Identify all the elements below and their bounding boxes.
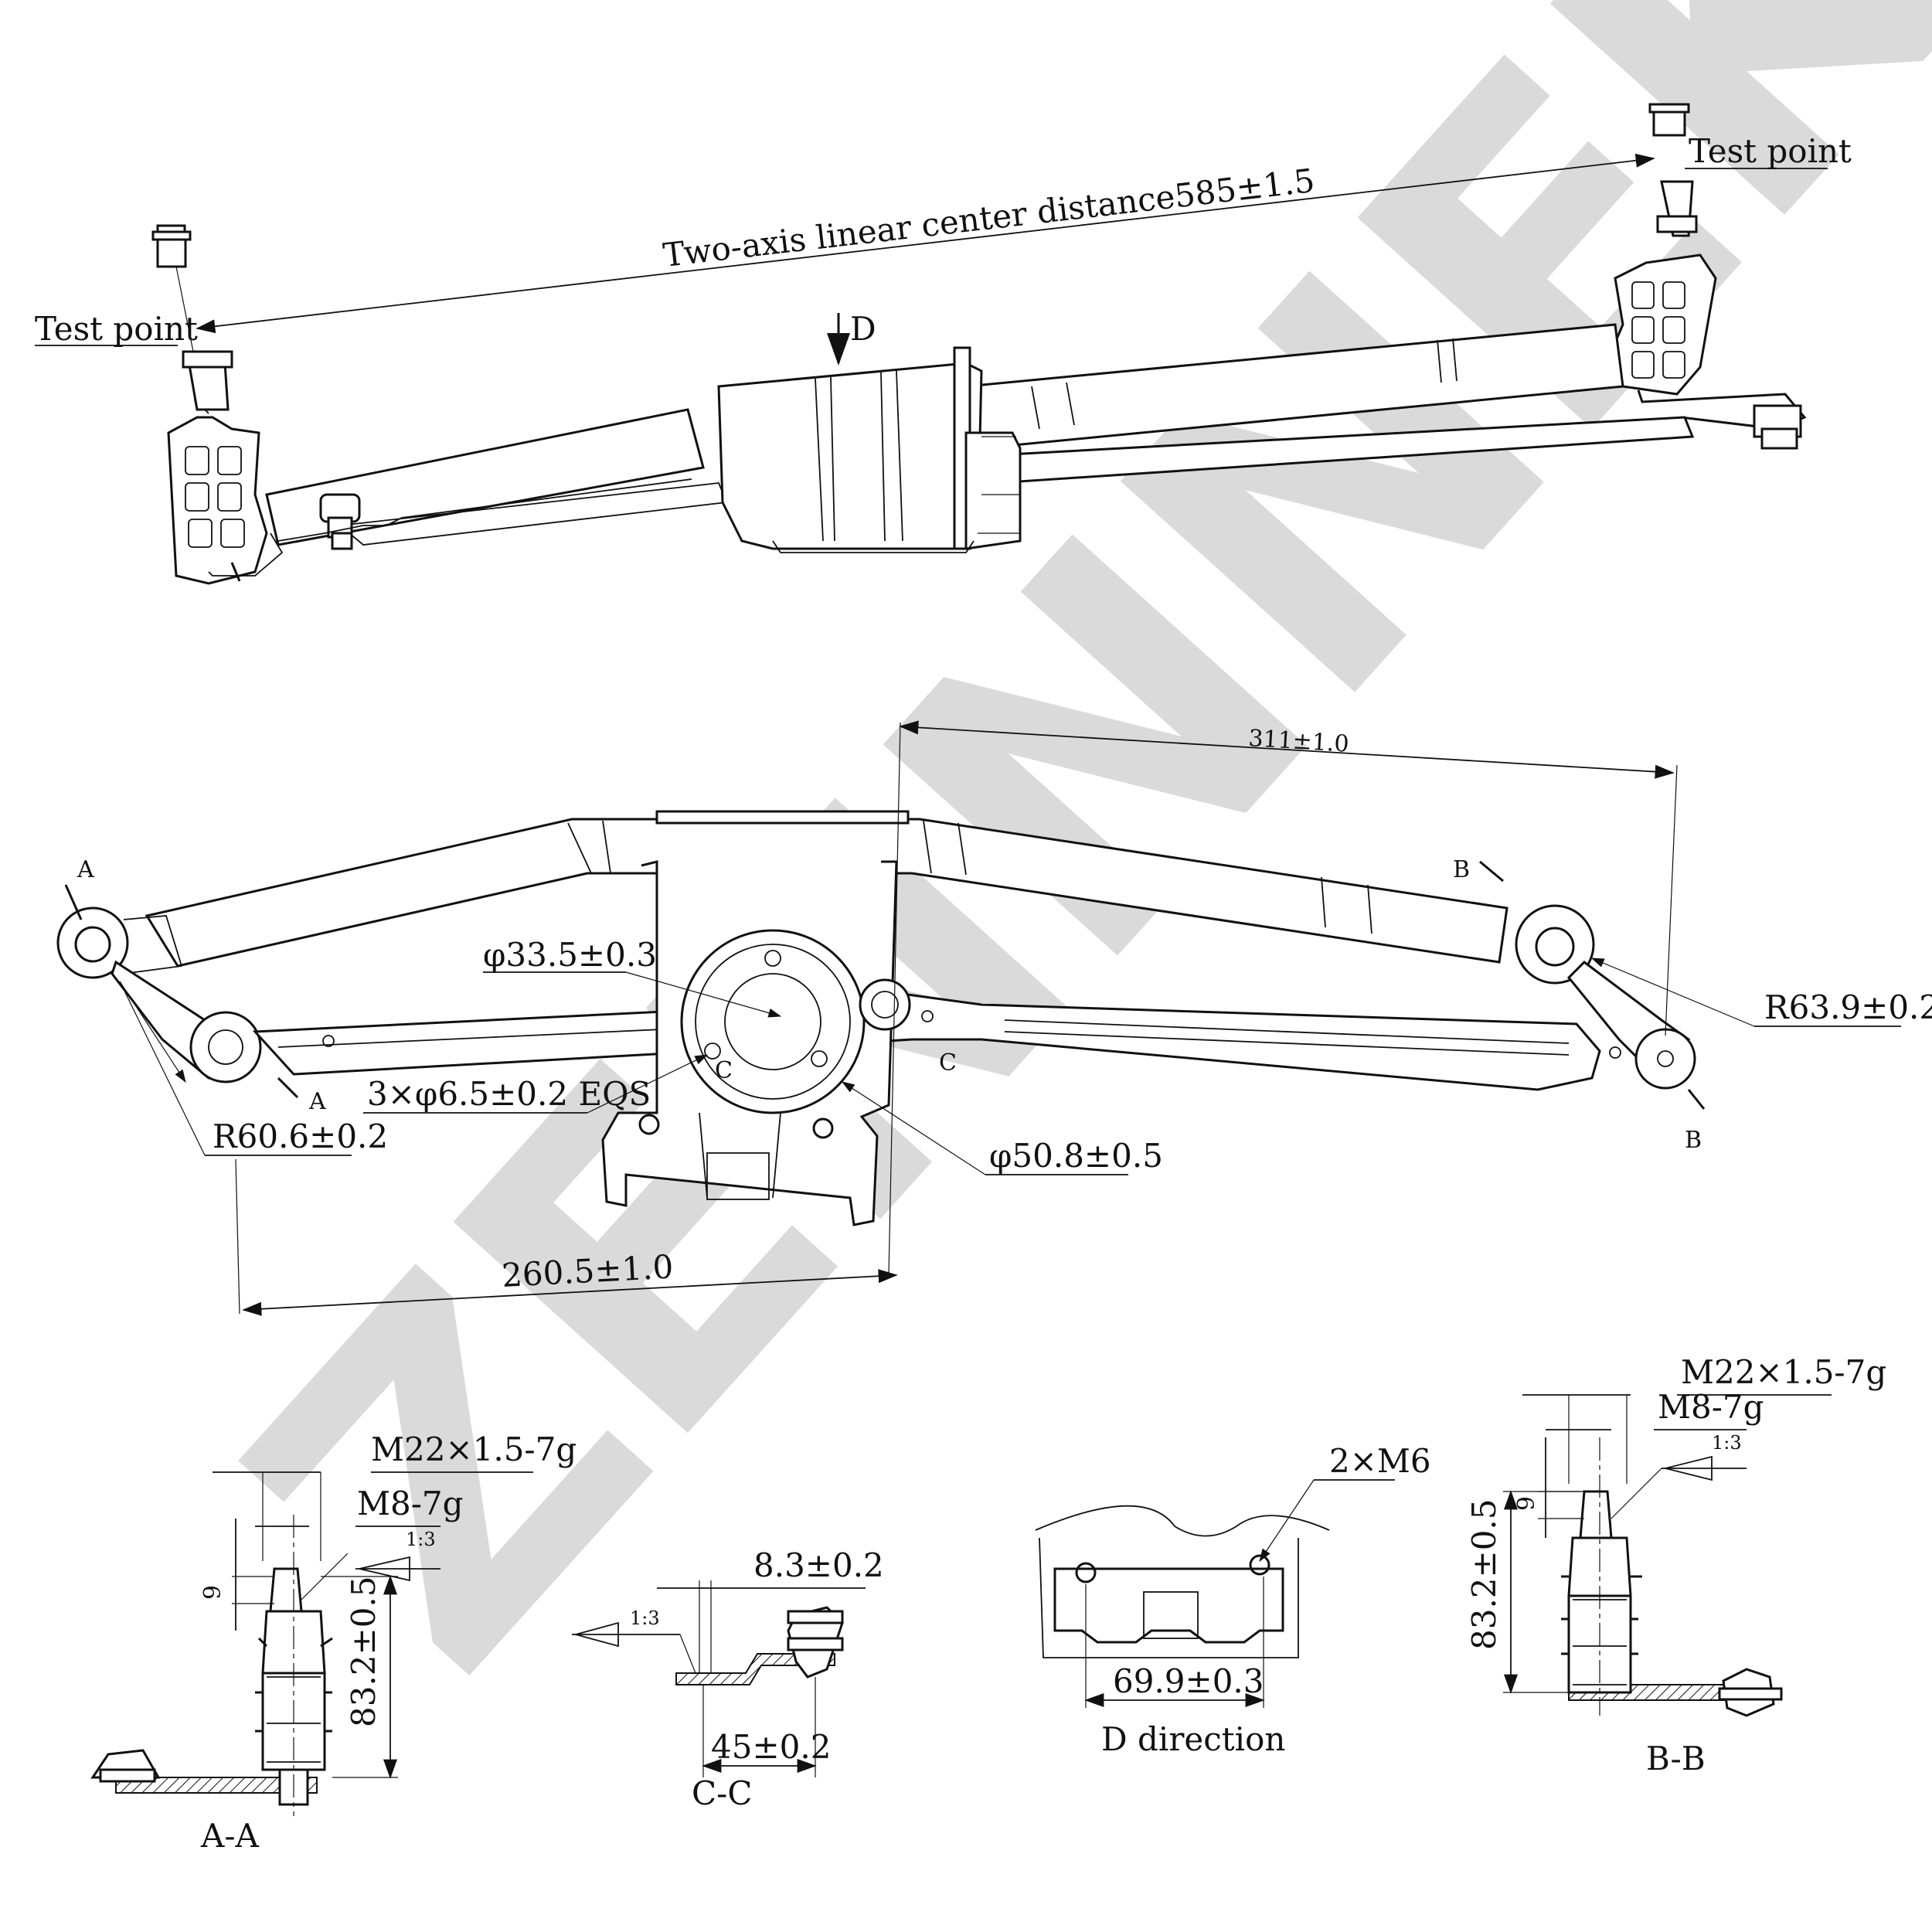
dim-311-line — [899, 720, 1675, 779]
center-distance-line — [196, 153, 1655, 334]
dim-260-label: 260.5±1.0 — [501, 1247, 674, 1294]
main-view: 311±1.0 260.5±1.0 φ33.5±0.3 3×φ6.5±0.2 E… — [56, 720, 1932, 1316]
left-crank-link — [277, 478, 692, 550]
r60-label: R60.6±0.2 — [213, 1117, 388, 1155]
section-bb: M22×1.5-7g M8-7g 1:3 9 83.2±0.5 B-B — [1465, 1353, 1886, 1777]
section-a-bottom: A — [308, 1088, 326, 1115]
cc-length: 45±0.2 — [711, 1728, 831, 1766]
section-c-right: C — [939, 1049, 957, 1077]
left-leader — [175, 266, 194, 352]
cc-taper: 1:3 — [630, 1607, 660, 1629]
d-title: D direction — [1101, 1720, 1285, 1758]
aa-thread-small: M8-7g — [357, 1485, 464, 1522]
cc-thickness: 8.3±0.2 — [753, 1546, 884, 1584]
aa-taper: 1:3 — [406, 1529, 436, 1550]
d-bolts-label: 2×M6 — [1329, 1442, 1431, 1480]
d-spacing-label: 69.9±0.3 — [1113, 1662, 1264, 1700]
dim-260-line — [242, 1269, 898, 1316]
test-point-left-label: Test point — [35, 310, 198, 348]
test-point-right-label: Test point — [1689, 132, 1852, 170]
dia-33-label: φ33.5±0.3 — [483, 936, 657, 974]
view-d-label: D — [850, 310, 876, 348]
aa-dim-9: 9 — [199, 1585, 226, 1600]
dim-311-label: 311±1.0 — [1248, 725, 1350, 758]
cc-title: C-C — [692, 1774, 752, 1812]
left-tube — [265, 408, 705, 546]
bb-dim-9: 9 — [1513, 1496, 1540, 1511]
motor-housing — [717, 346, 1022, 553]
aa-height: 83.2±0.5 — [345, 1576, 383, 1727]
aa-thread-big: M22×1.5-7g — [371, 1430, 577, 1468]
bb-thread-small: M8-7g — [1658, 1388, 1764, 1426]
left-pivot-housing — [156, 224, 284, 585]
motor-gear-housing — [680, 929, 866, 1114]
section-b-bottom: B — [1685, 1127, 1702, 1154]
bb-height: 83.2±0.5 — [1465, 1498, 1503, 1650]
dia-50-label: φ50.8±0.5 — [989, 1137, 1163, 1175]
r63-label: R63.9±0.2 — [1764, 988, 1932, 1026]
section-b-top: B — [1453, 856, 1470, 883]
section-cc: 8.3±0.2 1:3 45±0.2 C-C — [572, 1546, 884, 1812]
section-a-top: A — [77, 856, 94, 883]
view-d: 2×M6 69.9±0.3 D direction — [1035, 1442, 1431, 1758]
aa-title: A-A — [200, 1817, 260, 1855]
section-aa: M22×1.5-7g M8-7g 1:3 9 83.2±0.5 A-A — [90, 1430, 577, 1855]
holes-label: 3×φ6.5±0.2 EQS — [367, 1075, 651, 1113]
bb-taper: 1:3 — [1712, 1432, 1742, 1454]
left-test-cap — [151, 230, 192, 268]
bb-title: B-B — [1646, 1740, 1706, 1777]
bb-thread-big: M22×1.5-7g — [1681, 1353, 1886, 1391]
section-c-left: C — [715, 1057, 733, 1084]
